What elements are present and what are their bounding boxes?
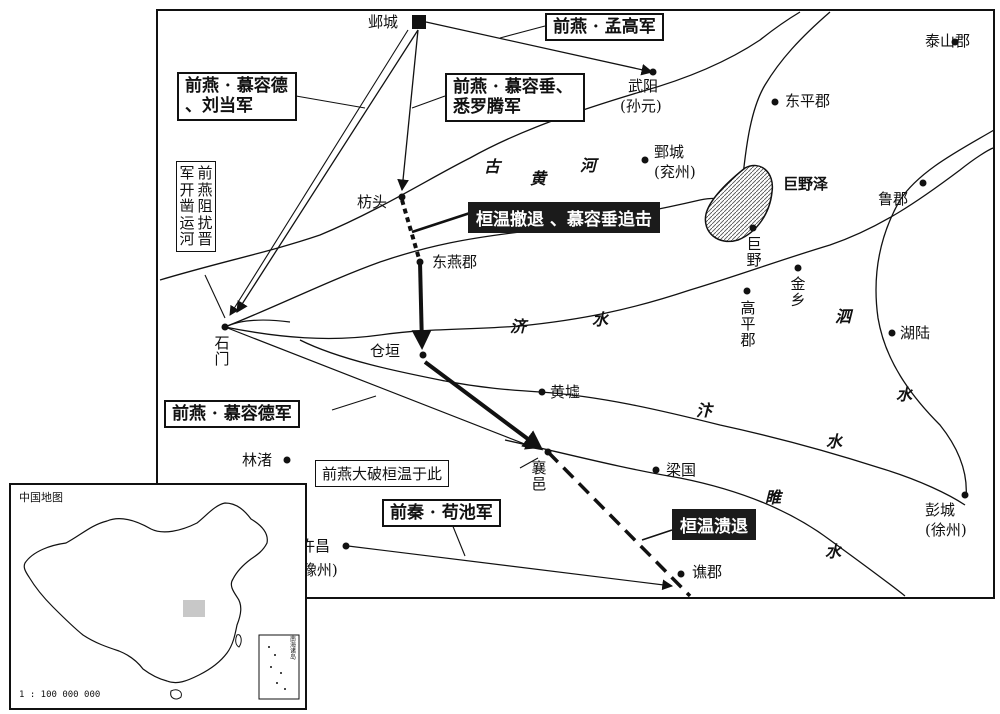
route-xuchang-qiaojun xyxy=(347,545,674,591)
route-yecheng-wuyang xyxy=(425,21,654,76)
leader-murongde-liudang xyxy=(295,95,366,109)
city-yecheng: 邺城 xyxy=(368,13,399,31)
yellow-river xyxy=(159,11,801,281)
city-jinxiang: 金乡 xyxy=(790,275,806,310)
river-bian-shui: 水 xyxy=(826,432,843,451)
south-sea-frame xyxy=(258,634,300,700)
city-juye: 巨野 xyxy=(746,235,762,270)
lake-juyeze: 巨野泽 xyxy=(783,175,829,193)
inset-map-svg xyxy=(23,502,300,700)
inset-highlight xyxy=(183,600,205,617)
city-liangguo: 梁国 xyxy=(666,461,697,479)
city-juancheng: 鄄城 xyxy=(654,143,685,161)
bian-river xyxy=(299,339,966,506)
retreat-route-dotted xyxy=(400,199,422,263)
city-dots xyxy=(221,38,969,578)
river-si-shui: 水 xyxy=(896,385,913,404)
river-si: 泗 xyxy=(835,307,852,326)
defeat-here-box: 前燕大破桓温于此 xyxy=(315,460,450,487)
canal-line xyxy=(224,319,291,328)
blocking-canal-col-1: 前燕阻扰晋 xyxy=(197,164,213,248)
army-murongde-liudang-box: 前燕 · 慕容德 、刘当军 xyxy=(177,72,297,121)
army-murongde-box: 前燕 · 慕容德军 xyxy=(164,400,300,429)
city-qiaojun: 谯郡 xyxy=(692,563,723,581)
city-pengcheng: 彭城 xyxy=(925,501,956,519)
leader-rout xyxy=(641,529,673,541)
leader-retreat xyxy=(411,211,471,234)
river-ji: 济 xyxy=(510,317,527,336)
city-shimen: 石门 xyxy=(214,334,230,369)
china-outline xyxy=(23,502,268,684)
inset-scale: 1 : 100 000 000 xyxy=(19,690,101,700)
river-sui: 睢 xyxy=(765,488,782,507)
rout-route-dashed xyxy=(546,450,692,598)
river-gu: 古 xyxy=(484,157,501,176)
leader-menggao xyxy=(499,25,546,39)
juye-lake xyxy=(704,164,774,243)
route-yecheng-shimen-b xyxy=(229,29,409,316)
blocking-canal-col-2: 军开凿运河 xyxy=(179,164,195,248)
city-taishan: 泰山郡 xyxy=(925,32,971,50)
leader-gouchi xyxy=(451,523,466,557)
city-hulu: 湖陆 xyxy=(900,324,931,342)
south-sea-islands xyxy=(268,646,286,690)
city-dongyan: 东燕郡 xyxy=(432,253,478,271)
river-he: 河 xyxy=(580,156,597,175)
retreat-route-1 xyxy=(411,261,432,350)
yecheng-marker xyxy=(412,15,426,29)
hainan-island xyxy=(170,689,182,700)
route-yecheng-fangtou xyxy=(397,29,419,192)
ji-river xyxy=(224,147,994,340)
taiwan-island xyxy=(235,634,242,648)
city-lujun: 鲁郡 xyxy=(878,190,909,208)
army-menggao-box: 前燕 · 孟高军 xyxy=(545,13,664,42)
blocking-canal-box: 前燕阻扰晋 军开凿运河 xyxy=(176,161,216,252)
leader-murongchui xyxy=(411,95,446,109)
retreat-route-2 xyxy=(423,360,544,451)
army-murongchui-box: 前燕 · 慕容垂、悉罗腾军 xyxy=(445,73,585,122)
inset-china-map: 中国地图 南海诸岛 1 : 100 000 000 xyxy=(9,483,307,710)
river-bian: 汴 xyxy=(696,401,713,420)
inset-title: 中国地图 xyxy=(19,491,63,504)
river-ji-shui: 水 xyxy=(592,310,609,329)
south-sea-label: 南海诸岛 xyxy=(290,636,297,661)
city-dongping: 东平郡 xyxy=(785,92,831,110)
city-fangtou: 枋头 xyxy=(357,193,388,211)
leader-murongde xyxy=(331,395,377,411)
city-pengcheng-note: (徐州) xyxy=(925,521,967,539)
city-xiangyi: 襄邑 xyxy=(531,459,547,494)
city-xuchang: 许昌 xyxy=(300,537,331,555)
city-gaoping: 高平郡 xyxy=(740,299,756,350)
city-wuyang: 武阳 xyxy=(628,77,659,95)
city-juancheng-note: (兖州) xyxy=(654,163,696,181)
city-cangyuan: 仓垣 xyxy=(370,342,401,360)
route-yecheng-shimen-a xyxy=(236,29,419,313)
sui-river xyxy=(504,439,906,597)
si-river xyxy=(875,129,995,499)
rout-label: 桓温溃退 xyxy=(672,509,756,540)
city-wuyang-note: (孙元) xyxy=(620,97,662,115)
leader-defeat xyxy=(519,457,539,469)
leader-blocking xyxy=(204,274,226,319)
river-huang: 黄 xyxy=(530,169,547,188)
city-huangxu: 黄墟 xyxy=(550,383,581,401)
river-sui-shui: 水 xyxy=(825,542,842,561)
city-linzhu: 林渚 xyxy=(242,451,273,469)
retreat-label: 桓温撤退 、慕容垂追击 xyxy=(468,202,660,233)
army-gouchi-box: 前秦 · 苟池军 xyxy=(382,499,501,528)
route-shimen-xiangyi xyxy=(224,326,537,450)
